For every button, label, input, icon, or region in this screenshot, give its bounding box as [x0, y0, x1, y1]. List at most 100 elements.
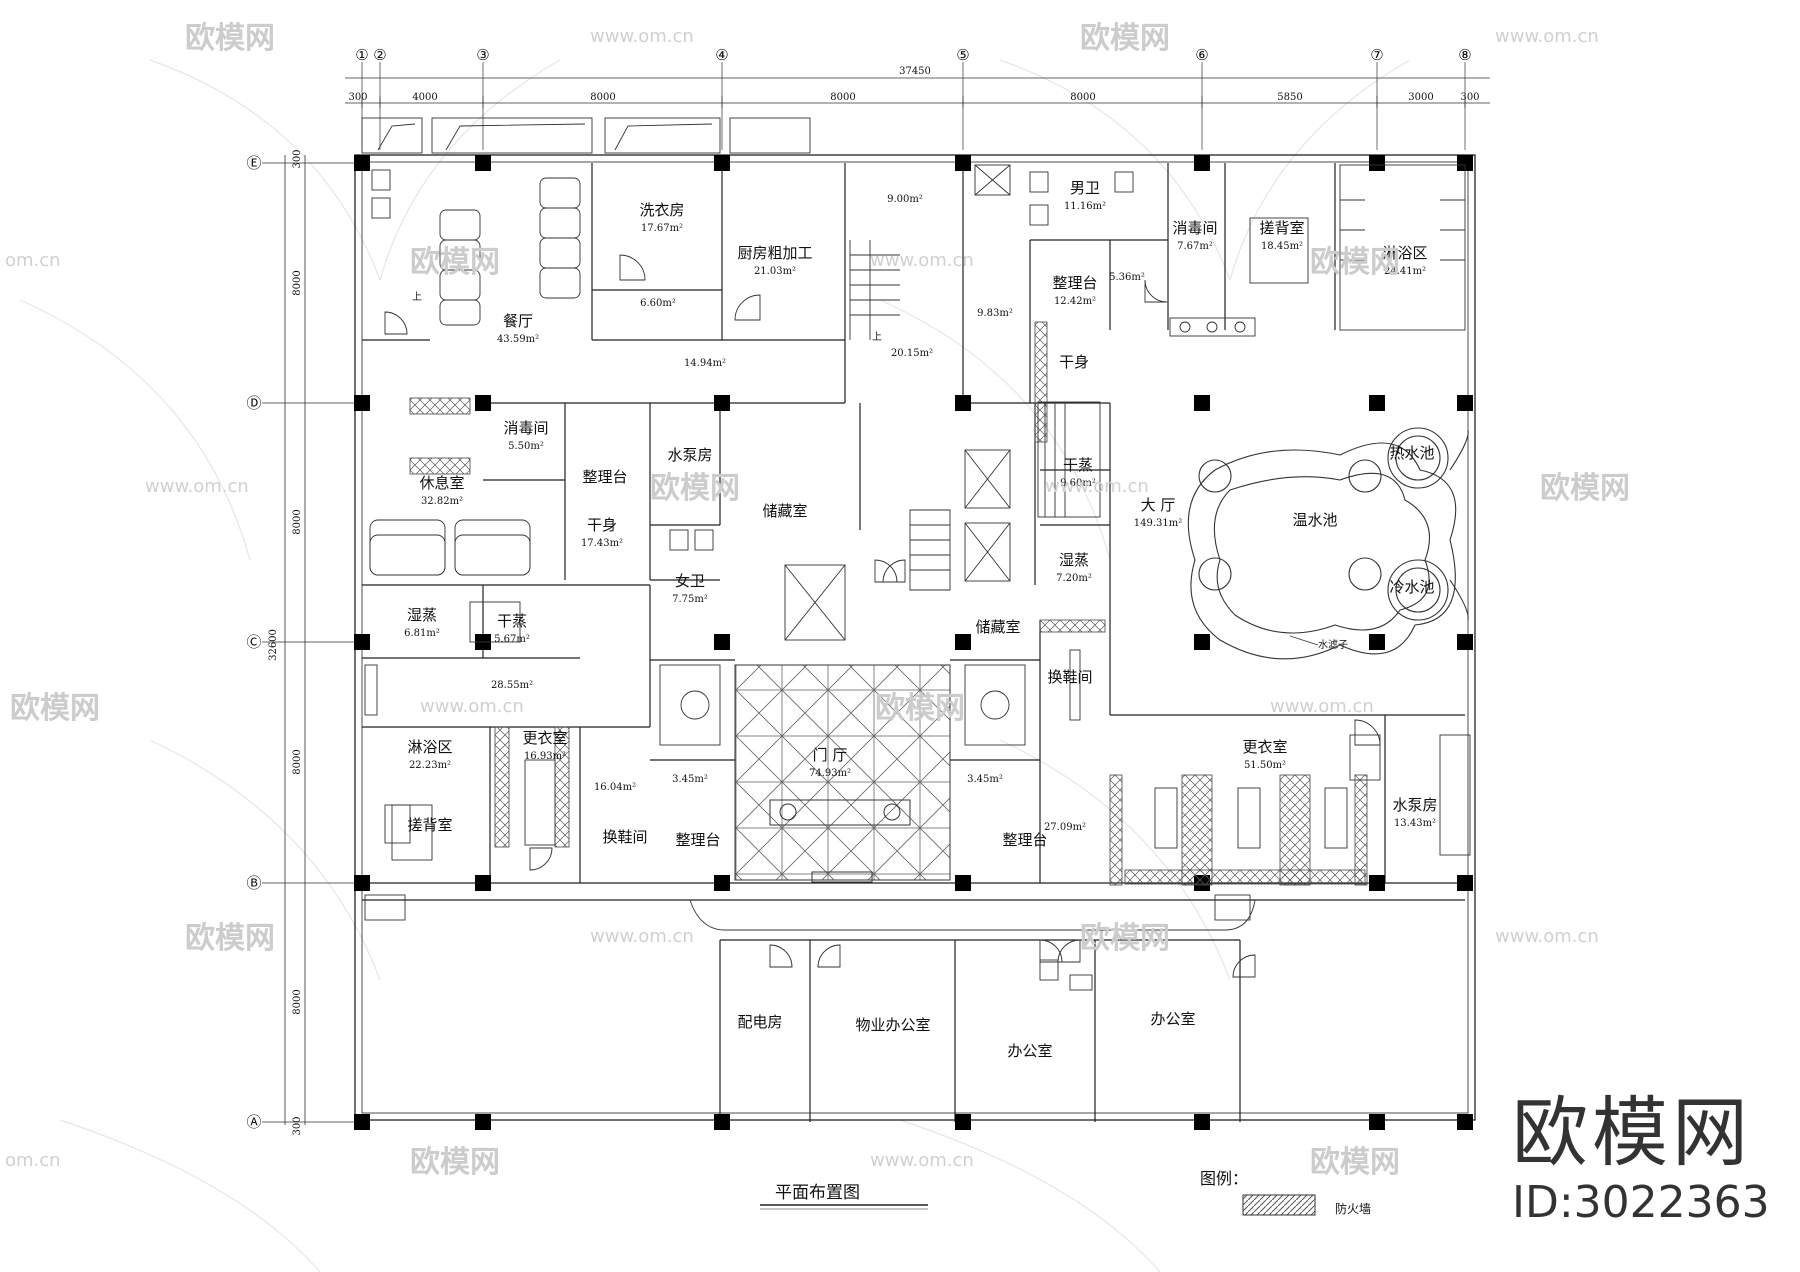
room-label: 整理台	[582, 468, 627, 486]
room-label: 5.36m²	[1109, 272, 1145, 283]
room-area: 18.45m²	[1261, 241, 1303, 252]
room-area: 9.00m²	[887, 194, 923, 205]
room-label: 配电房	[737, 1013, 782, 1031]
column	[714, 634, 730, 650]
column	[475, 155, 491, 171]
column	[475, 875, 491, 891]
room-label: 储藏室	[762, 502, 807, 520]
room-name: 冷水池	[1389, 578, 1434, 596]
axis-label-x: ⑧	[1458, 46, 1471, 64]
dimension-x: 8000	[1070, 92, 1095, 103]
dimension-x: 5850	[1277, 92, 1302, 103]
room-area: 17.67m²	[641, 223, 683, 234]
axis-bubble-x: ⑧	[1458, 46, 1472, 150]
room-area: 16.04m²	[594, 782, 636, 793]
room-name: 水泵房	[667, 446, 712, 464]
room-name: 水泵房	[1392, 796, 1437, 814]
room-label: 水泵房	[667, 446, 712, 464]
dimension-x: 8000	[590, 92, 615, 103]
room-label: 干身	[1059, 353, 1089, 371]
room-area: 149.31m²	[1134, 518, 1182, 529]
axis-bubble-y: Ⓒ	[246, 633, 355, 651]
legend-firewall-label: 防火墙	[1335, 1201, 1371, 1216]
axis-label-y: Ⓐ	[246, 1113, 261, 1131]
svg-text:www.om.cn: www.om.cn	[1045, 476, 1149, 497]
svg-text:欧模网: 欧模网	[185, 21, 275, 56]
dimension-y: 300	[292, 1116, 303, 1135]
column	[475, 395, 491, 411]
room-label: 办公室	[1007, 1042, 1052, 1060]
room-name: 温水池	[1292, 511, 1337, 529]
room-label: 28.55m²	[491, 680, 533, 691]
room-name: 干蒸	[497, 612, 527, 630]
room-name: 储藏室	[975, 618, 1020, 636]
room-label: 搓背室	[407, 816, 452, 834]
room-area: 5.36m²	[1109, 272, 1145, 283]
room-area: 14.94m²	[684, 358, 726, 369]
room-area: 17.43m²	[581, 538, 623, 549]
column	[475, 1114, 491, 1130]
column	[955, 155, 971, 171]
brand-id: ID:3022363	[1512, 1177, 1770, 1228]
total-dimension-x: 37450	[899, 66, 931, 77]
column	[1194, 634, 1210, 650]
axis-label-x: ⑤	[956, 46, 969, 64]
axis-bubble-x: ⑦	[1370, 46, 1384, 150]
room-labels: 洗衣房17.67m²厨房粗加工21.03m²9.00m²男卫11.16m²消毒间…	[404, 179, 1437, 1060]
room-area: 5.50m²	[508, 441, 544, 452]
room-area: 13.43m²	[1394, 818, 1436, 829]
axis-bubble-y: Ⓔ	[246, 154, 355, 172]
column	[1457, 155, 1473, 171]
dimension-x: 4000	[412, 92, 437, 103]
room-area: 11.16m²	[1064, 201, 1106, 212]
room-name: 办公室	[1150, 1010, 1195, 1028]
room-label: 物业办公室	[855, 1016, 930, 1034]
room-label: 16.04m²	[594, 782, 636, 793]
column	[354, 395, 370, 411]
svg-text:www.om.cn: www.om.cn	[420, 696, 524, 717]
axis-bubble-x: ⑤	[956, 46, 970, 150]
dimension-y: 8000	[292, 270, 303, 295]
svg-text:欧模网: 欧模网	[410, 245, 500, 280]
room-label: 热水池	[1389, 444, 1434, 462]
room-name: 整理台	[675, 831, 720, 849]
room-name: 厨房粗加工	[737, 244, 812, 262]
axis-label-y: Ⓑ	[246, 874, 261, 892]
room-label: 温水池	[1292, 511, 1337, 529]
svg-text:欧模网: 欧模网	[1540, 471, 1630, 506]
axis-label-y: Ⓓ	[246, 394, 261, 412]
room-name: 整理台	[1052, 274, 1097, 292]
room-name: 休息室	[419, 474, 464, 492]
room-label: 冷水池	[1389, 578, 1434, 596]
column	[714, 155, 730, 171]
dimension-x: 300	[348, 92, 367, 103]
axis-bubble-x: ①	[355, 46, 369, 150]
room-name: 湿蒸	[1059, 551, 1089, 569]
svg-text:欧模网: 欧模网	[185, 921, 275, 956]
svg-text:www.om.cn: www.om.cn	[590, 926, 694, 947]
axis-bubble-x: ②	[373, 46, 387, 150]
column	[1457, 634, 1473, 650]
axis-grid	[284, 77, 1490, 1125]
room-name: 热水池	[1389, 444, 1434, 462]
column	[955, 1114, 971, 1130]
svg-text:欧模网: 欧模网	[1080, 21, 1170, 56]
column	[354, 634, 370, 650]
room-label: 27.09m²	[1044, 822, 1086, 833]
room-area: 28.55m²	[491, 680, 533, 691]
room-name: 大 厅	[1141, 496, 1176, 514]
column	[1194, 155, 1210, 171]
column	[1369, 155, 1385, 171]
column	[1194, 1114, 1210, 1130]
svg-text:欧模网: 欧模网	[1310, 245, 1400, 280]
room-label: 湿蒸7.20m²	[1056, 551, 1092, 584]
room-area: 5.67m²	[494, 634, 530, 645]
room-name: 门 厅	[813, 746, 848, 764]
room-area: 32.82m²	[421, 496, 463, 507]
room-area: 9.60m²	[1060, 478, 1096, 489]
